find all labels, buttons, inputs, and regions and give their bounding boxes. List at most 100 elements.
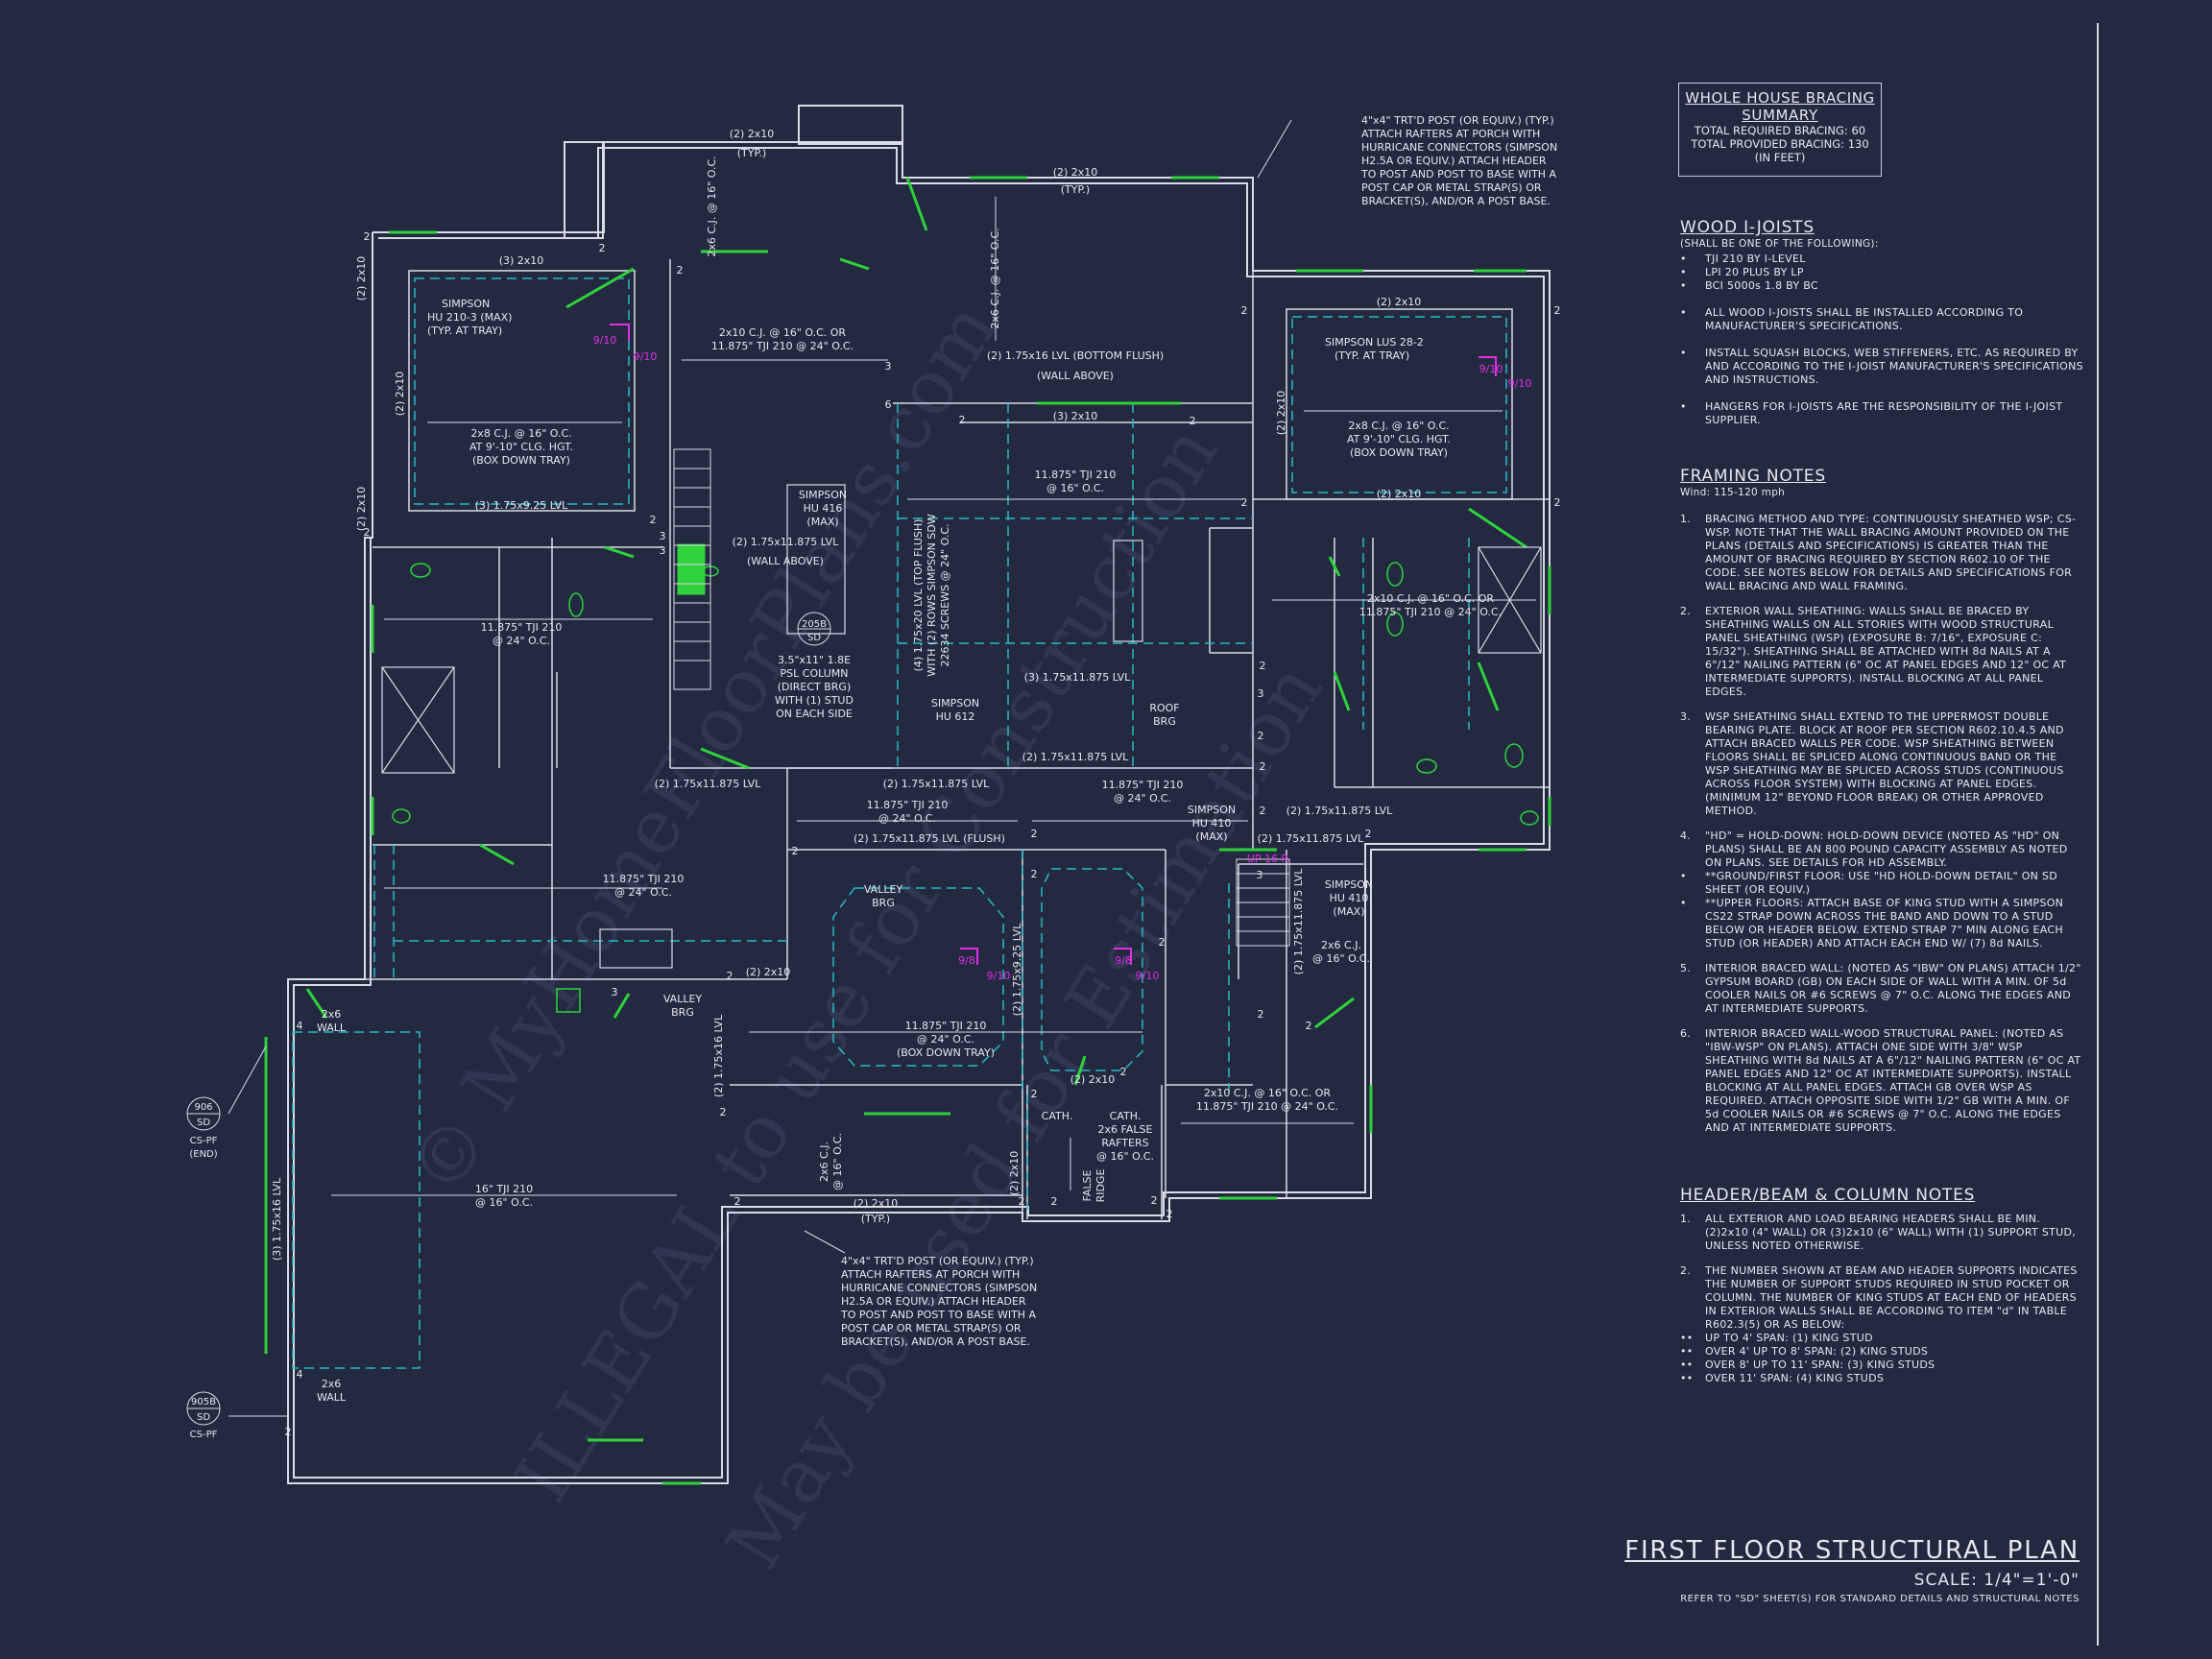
span-rule-text: OVER 11' SPAN: (4) KING STUDS	[1705, 1372, 1885, 1384]
framing-note-text: BRACING METHOD AND TYPE: CONTINUOUSLY SH…	[1705, 513, 2077, 592]
tray-label-2c: (BOX DOWN TRAY)	[1350, 446, 1448, 459]
lvl-label-13: (2) 1.75x11.875 LVL	[1292, 868, 1305, 975]
valley-label-1b: BRG	[872, 897, 895, 909]
green-windows	[264, 176, 1551, 1485]
cathedral-label-2d: @ 16" O.C.	[1096, 1150, 1154, 1163]
framing-ground-text: **GROUND/FIRST FLOOR: USE "HD HOLD-DOWN …	[1705, 870, 2058, 896]
psl-label-c: (DIRECT BRG)	[778, 681, 852, 693]
support-counts: 2 2 2 2 2 2 2 2 2 2 3 3 3 3 6 2 2 2 2 2 …	[285, 230, 1561, 1438]
psl-label-a: 3.5"x11" 1.8E	[778, 654, 851, 666]
sheet-reference: REFER TO "SD" SHEET(S) FOR STANDARD DETA…	[1680, 1594, 2080, 1604]
framing-upper: •**UPPER FLOORS: ATTACH BASE OF KING STU…	[1680, 897, 2083, 950]
wall-label-1b: WALL	[317, 1022, 347, 1034]
simpson-label-4a: SIMPSON	[931, 697, 979, 709]
support-count: 6	[885, 398, 892, 411]
header-label-1: (2) 2x10	[730, 128, 775, 140]
sheet-border-line	[2097, 23, 2099, 1646]
support-count: 2	[650, 514, 657, 526]
detail-tag-1-num: 205B	[802, 619, 827, 630]
pitch-markers	[610, 324, 1497, 965]
support-count: 2	[959, 414, 966, 426]
header-note-text: THE NUMBER SHOWN AT BEAM AND HEADER SUPP…	[1705, 1264, 2078, 1331]
detail-tag-2-ref-a: CS-PF	[190, 1136, 218, 1146]
simpson-label-2b: (TYP. AT TRAY)	[1334, 349, 1409, 362]
valley-label-2b: BRG	[671, 1006, 694, 1019]
porch-post-note-bottom-7: BRACKET(S), AND/OR A POST BASE.	[841, 1335, 1030, 1348]
support-count: 2	[1258, 1008, 1264, 1021]
ijoist-note: •INSTALL SQUASH BLOCKS, WEB STIFFENERS, …	[1680, 347, 2083, 386]
simpson-label-6b: HU 410	[1330, 892, 1369, 904]
wall-label-1a: 2x6	[322, 1008, 342, 1021]
header-label-3: (3) 2x10	[499, 254, 544, 267]
framing-note-text: EXTERIOR WALL SHEATHING: WALLS SHALL BE …	[1705, 605, 2067, 698]
lvl-label-9: (2) 1.75x11.875 LVL	[1286, 805, 1394, 817]
garage-tji-label-a: 16" TJI 210	[475, 1183, 533, 1195]
tray-label-2a: 2x8 C.J. @ 16" O.C.	[1348, 420, 1449, 432]
lvl-label-2: (2) 1.75x16 LVL (BOTTOM FLUSH)	[987, 349, 1164, 362]
pitch-label-4: 9/8	[1115, 954, 1132, 967]
psl-label-d: WITH (1) STUD	[775, 694, 854, 707]
header-label-12: (2) 2x10	[355, 487, 368, 532]
framing-wind: Wind: 115-120 mph	[1680, 487, 1786, 498]
tji-label-6c: (BOX DOWN TRAY)	[897, 1046, 995, 1059]
ceiling-joist-label-5a: 2x6 C.J.	[1321, 939, 1361, 951]
support-count: 2	[720, 1106, 727, 1118]
detail-tag-3-sheet: SD	[197, 1412, 210, 1423]
span-rule: ••UP TO 4' SPAN: (1) KING STUD	[1680, 1332, 1873, 1344]
ijoist-option-text: TJI 210 BY I-LEVEL	[1705, 252, 1806, 265]
support-count: 2	[1260, 805, 1266, 817]
pitch-label-2b: 9/10	[1508, 377, 1532, 390]
porch-post-note-top-6: POST CAP OR METAL STRAP(S) OR	[1361, 181, 1542, 194]
tray-label-1a: 2x8 C.J. @ 16" O.C.	[470, 427, 571, 440]
support-count: 3	[612, 986, 618, 998]
framing-note: 5.INTERIOR BRACED WALL: (NOTED AS "IBW" …	[1680, 962, 2083, 1016]
support-count: 2	[1120, 1066, 1127, 1078]
wall-label-2a: 2x6	[322, 1378, 342, 1390]
support-count: 2	[1031, 828, 1038, 840]
header-label-5: (2) 2x10	[1377, 296, 1422, 308]
ijoist-option: •LPI 20 PLUS BY LP	[1680, 266, 1804, 278]
tji-label-6b: @ 24" O.C.	[917, 1033, 974, 1046]
framing-note: 6.INTERIOR BRACED WALL-WOOD STRUCTURAL P…	[1680, 1027, 2083, 1135]
header-label-10-typ: (TYP.)	[861, 1213, 890, 1225]
ijoist-note: •HANGERS FOR I-JOISTS ARE THE RESPONSIBI…	[1680, 400, 2083, 427]
cyan-dashed-lines	[292, 277, 1507, 1369]
lvl-label-4a: (4) 1.75x20 LVL (TOP FLUSH)	[912, 519, 925, 672]
support-count: 2	[285, 1426, 292, 1438]
support-count: 3	[885, 360, 892, 373]
valley-label-1a: VALLEY	[864, 883, 903, 896]
simpson-label-1a: SIMPSON	[442, 298, 490, 310]
ijoist-option: •TJI 210 BY I-LEVEL	[1680, 252, 1806, 265]
leaders	[186, 119, 1292, 1426]
tji-label-6a: 11.875" TJI 210	[905, 1020, 987, 1032]
false-ridge-label-a: FALSE	[1081, 1170, 1094, 1202]
support-count: 2	[1241, 496, 1248, 509]
plan-labels: 4"x4" TRT'D POST (OR EQUIV.) (TYP.) ATTA…	[189, 114, 1557, 1440]
tji-label-5a: 11.875" TJI 210	[603, 873, 685, 885]
ceiling-joist-label-7a: 2x6 C.J.	[818, 1142, 830, 1182]
framing-note: 1.BRACING METHOD AND TYPE: CONTINUOUSLY …	[1680, 513, 2083, 593]
porch-post-note-top-1: 4"x4" TRT'D POST (OR EQUIV.) (TYP.)	[1361, 114, 1554, 127]
porch-post-note-top-5: TO POST AND POST TO BASE WITH A	[1360, 168, 1557, 180]
simpson-label-5a: SIMPSON	[1188, 804, 1236, 816]
support-count: 2	[1190, 415, 1196, 427]
bracing-required: TOTAL REQUIRED BRACING: 60	[1694, 124, 1866, 137]
framing-note: 3.WSP SHEATHING SHALL EXTEND TO THE UPPE…	[1680, 710, 2083, 818]
tji-label-2a: 11.875" TJI 210	[481, 621, 563, 634]
simpson-label-3a: SIMPSON	[799, 489, 847, 501]
support-count: 2	[1159, 936, 1166, 949]
psl-label-e: ON EACH SIDE	[776, 708, 853, 720]
header-note: 1.ALL EXTERIOR AND LOAD BEARING HEADERS …	[1680, 1213, 2083, 1253]
ceiling-joist-label-7b: @ 16" O.C.	[831, 1133, 844, 1190]
lvl-label-2b: (WALL ABOVE)	[1037, 370, 1114, 382]
tji-label-4b: @ 24" O.C.	[1114, 792, 1171, 805]
span-rule-text: UP TO 4' SPAN: (1) KING STUD	[1705, 1332, 1873, 1344]
detail-tag-1-sheet: SD	[807, 633, 821, 643]
false-ridge-label-b: RIDGE	[1094, 1169, 1107, 1203]
header-note: 2.THE NUMBER SHOWN AT BEAM AND HEADER SU…	[1680, 1264, 2083, 1332]
framing-upper-text: **UPPER FLOORS: ATTACH BASE OF KING STUD…	[1705, 897, 2064, 950]
support-count: 2	[1554, 496, 1561, 509]
header-label-14: (2) 2x10	[1275, 391, 1287, 436]
tji-label-1a: 11.875" TJI 210	[1035, 469, 1117, 481]
